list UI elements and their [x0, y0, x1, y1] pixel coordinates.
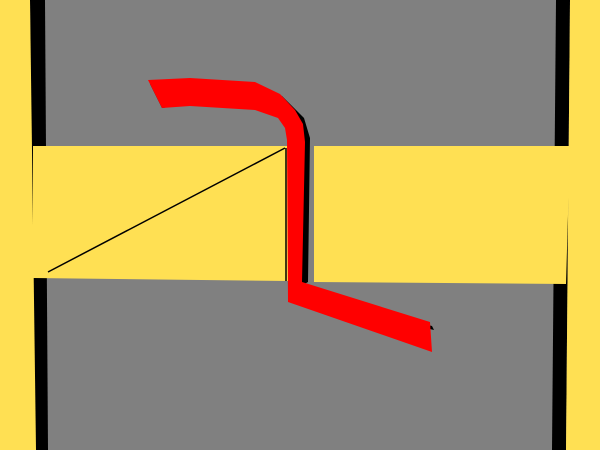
- left-yellow-wall: [0, 0, 36, 450]
- yellow-crossbar-right: [314, 146, 570, 284]
- crossbar-diagonal-edge: [47, 147, 286, 273]
- red-line: [148, 78, 432, 352]
- right-yellow-wall: [566, 0, 600, 450]
